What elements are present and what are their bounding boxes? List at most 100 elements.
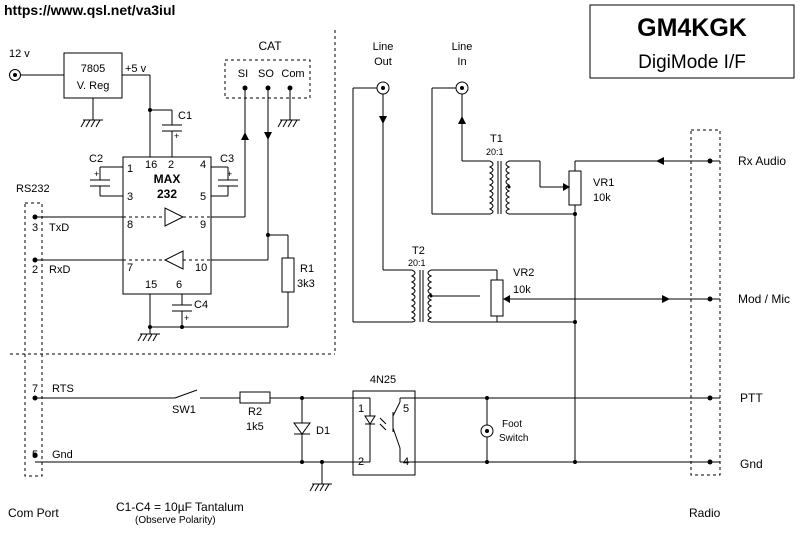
svg-text:Gnd: Gnd bbox=[52, 449, 73, 461]
svg-text:3k3: 3k3 bbox=[297, 278, 315, 290]
svg-text:5: 5 bbox=[200, 191, 206, 203]
capacitor-c2: C2 + bbox=[89, 153, 123, 197]
ground-icon bbox=[309, 483, 332, 492]
svg-text:1: 1 bbox=[358, 403, 364, 415]
svg-text:+: + bbox=[227, 169, 232, 179]
line-in-jack: Line In bbox=[452, 41, 473, 95]
arrow-up-icon bbox=[458, 116, 466, 124]
svg-text:10: 10 bbox=[195, 262, 207, 274]
title-subtitle: DigiMode I/F bbox=[638, 52, 746, 73]
title-box: GM4KGK DigiMode I/F bbox=[589, 4, 795, 79]
svg-text:C3: C3 bbox=[220, 153, 234, 165]
capacitor-c4: C4 + bbox=[172, 299, 208, 327]
reg-part: 7805 bbox=[81, 63, 105, 75]
svg-text:1k5: 1k5 bbox=[246, 421, 264, 433]
switch-sw1: SW1 bbox=[172, 389, 198, 416]
ground-icon bbox=[137, 333, 160, 342]
svg-text:T1: T1 bbox=[490, 133, 503, 145]
svg-text:15: 15 bbox=[145, 279, 157, 291]
svg-text:8: 8 bbox=[127, 219, 133, 231]
svg-text:5: 5 bbox=[32, 449, 38, 461]
ground-icon bbox=[277, 119, 300, 128]
svg-text:+: + bbox=[174, 131, 179, 141]
rs232-label: RS232 bbox=[16, 183, 50, 195]
ic-number: 232 bbox=[157, 187, 177, 201]
svg-text:1: 1 bbox=[127, 163, 133, 175]
svg-text:10k: 10k bbox=[513, 284, 531, 296]
transformer-t2: T2 20:1 bbox=[408, 245, 433, 323]
svg-text:Out: Out bbox=[374, 56, 392, 68]
svg-text:7: 7 bbox=[32, 383, 38, 395]
title-call: GM4KGK bbox=[637, 14, 747, 42]
cat-si: SI bbox=[238, 68, 248, 80]
arrow-down-icon bbox=[379, 116, 387, 124]
svg-text:VR2: VR2 bbox=[513, 267, 534, 279]
plus5-label: +5 v bbox=[125, 63, 147, 75]
arrow-left-icon bbox=[656, 157, 664, 165]
supply-label: 12 v bbox=[9, 48, 30, 60]
svg-text:R1: R1 bbox=[300, 263, 314, 275]
svg-text:Line: Line bbox=[373, 41, 394, 53]
cat-connector: CAT SI SO Com bbox=[224, 39, 311, 128]
svg-text:SW1: SW1 bbox=[172, 404, 196, 416]
transformer-t1: T1 20:1 bbox=[486, 133, 511, 215]
svg-text:RTS: RTS bbox=[52, 383, 74, 395]
led-icon bbox=[364, 415, 376, 425]
capacitor-c3: C3 + bbox=[211, 153, 238, 197]
svg-text:2: 2 bbox=[168, 159, 174, 171]
rx-audio-label: Rx Audio bbox=[738, 154, 786, 168]
svg-text:C4: C4 bbox=[194, 299, 208, 311]
mod-mic-label: Mod / Mic bbox=[738, 292, 790, 306]
c1-label: C1 bbox=[178, 110, 192, 122]
svg-text:5: 5 bbox=[403, 403, 409, 415]
svg-text:R2: R2 bbox=[248, 406, 262, 418]
max232-ic: MAX 232 16 2 4 1 3 5 8 9 7 10 15 6 bbox=[122, 156, 212, 295]
svg-text:7: 7 bbox=[127, 262, 133, 274]
dc-jack-icon bbox=[9, 69, 21, 81]
optocoupler-4n25: 4N25 1 2 5 4 bbox=[352, 374, 416, 476]
svg-text:+: + bbox=[94, 169, 99, 179]
svg-text:2: 2 bbox=[358, 456, 364, 468]
arrow-down-icon bbox=[264, 132, 272, 140]
svg-text:D1: D1 bbox=[316, 425, 330, 437]
potentiometer-vr1: VR1 10k bbox=[568, 170, 614, 206]
cat-so: SO bbox=[258, 68, 274, 80]
svg-text:9: 9 bbox=[200, 219, 206, 231]
rs232-connector: RS232 3 TxD 2 RxD 7 RTS 5 Gnd bbox=[16, 183, 74, 477]
potentiometer-vr2: VR2 10k bbox=[490, 267, 534, 317]
resistor-r1: R1 3k3 bbox=[281, 235, 315, 327]
svg-text:4N25: 4N25 bbox=[370, 374, 396, 386]
arrow-right-icon bbox=[662, 295, 670, 303]
line-out-jack: Line Out bbox=[373, 41, 394, 95]
com-port-label: Com Port bbox=[8, 506, 59, 520]
cap-note: C1-C4 = 10µF Tantalum bbox=[116, 500, 244, 514]
ground-icon bbox=[80, 119, 103, 128]
svg-text:20:1: 20:1 bbox=[408, 258, 426, 268]
resistor-r2: R2 1k5 bbox=[239, 391, 271, 433]
rx-buffer-icon bbox=[163, 250, 184, 270]
cat-com: Com bbox=[281, 68, 304, 80]
svg-text:16: 16 bbox=[145, 159, 157, 171]
svg-text:C2: C2 bbox=[89, 153, 103, 165]
radio-gnd-label: Gnd bbox=[740, 457, 763, 471]
svg-text:In: In bbox=[457, 56, 466, 68]
svg-text:Line: Line bbox=[452, 41, 473, 53]
svg-text:+: + bbox=[184, 313, 189, 323]
svg-text:T2: T2 bbox=[412, 245, 425, 257]
capacitor-c1: C1 + bbox=[150, 109, 192, 157]
svg-text:3: 3 bbox=[127, 191, 133, 203]
ptt-label: PTT bbox=[740, 391, 763, 405]
svg-text:TxD: TxD bbox=[49, 222, 69, 234]
svg-text:VR1: VR1 bbox=[593, 177, 614, 189]
power-supply-section: 12 v 7805 V. Reg +5 v bbox=[9, 48, 152, 157]
radio-connector: Rx Audio Mod / Mic PTT Gnd bbox=[690, 129, 790, 476]
svg-text:10k: 10k bbox=[593, 192, 611, 204]
svg-text:Foot: Foot bbox=[502, 419, 522, 430]
url-text[interactable]: https://www.qsl.net/va3iul bbox=[4, 2, 175, 18]
arrow-up-icon bbox=[241, 132, 249, 140]
tx-buffer-icon bbox=[164, 207, 185, 227]
polarity-note: (Observe Polarity) bbox=[135, 515, 216, 526]
svg-text:20:1: 20:1 bbox=[486, 147, 504, 157]
cat-label: CAT bbox=[258, 39, 282, 53]
